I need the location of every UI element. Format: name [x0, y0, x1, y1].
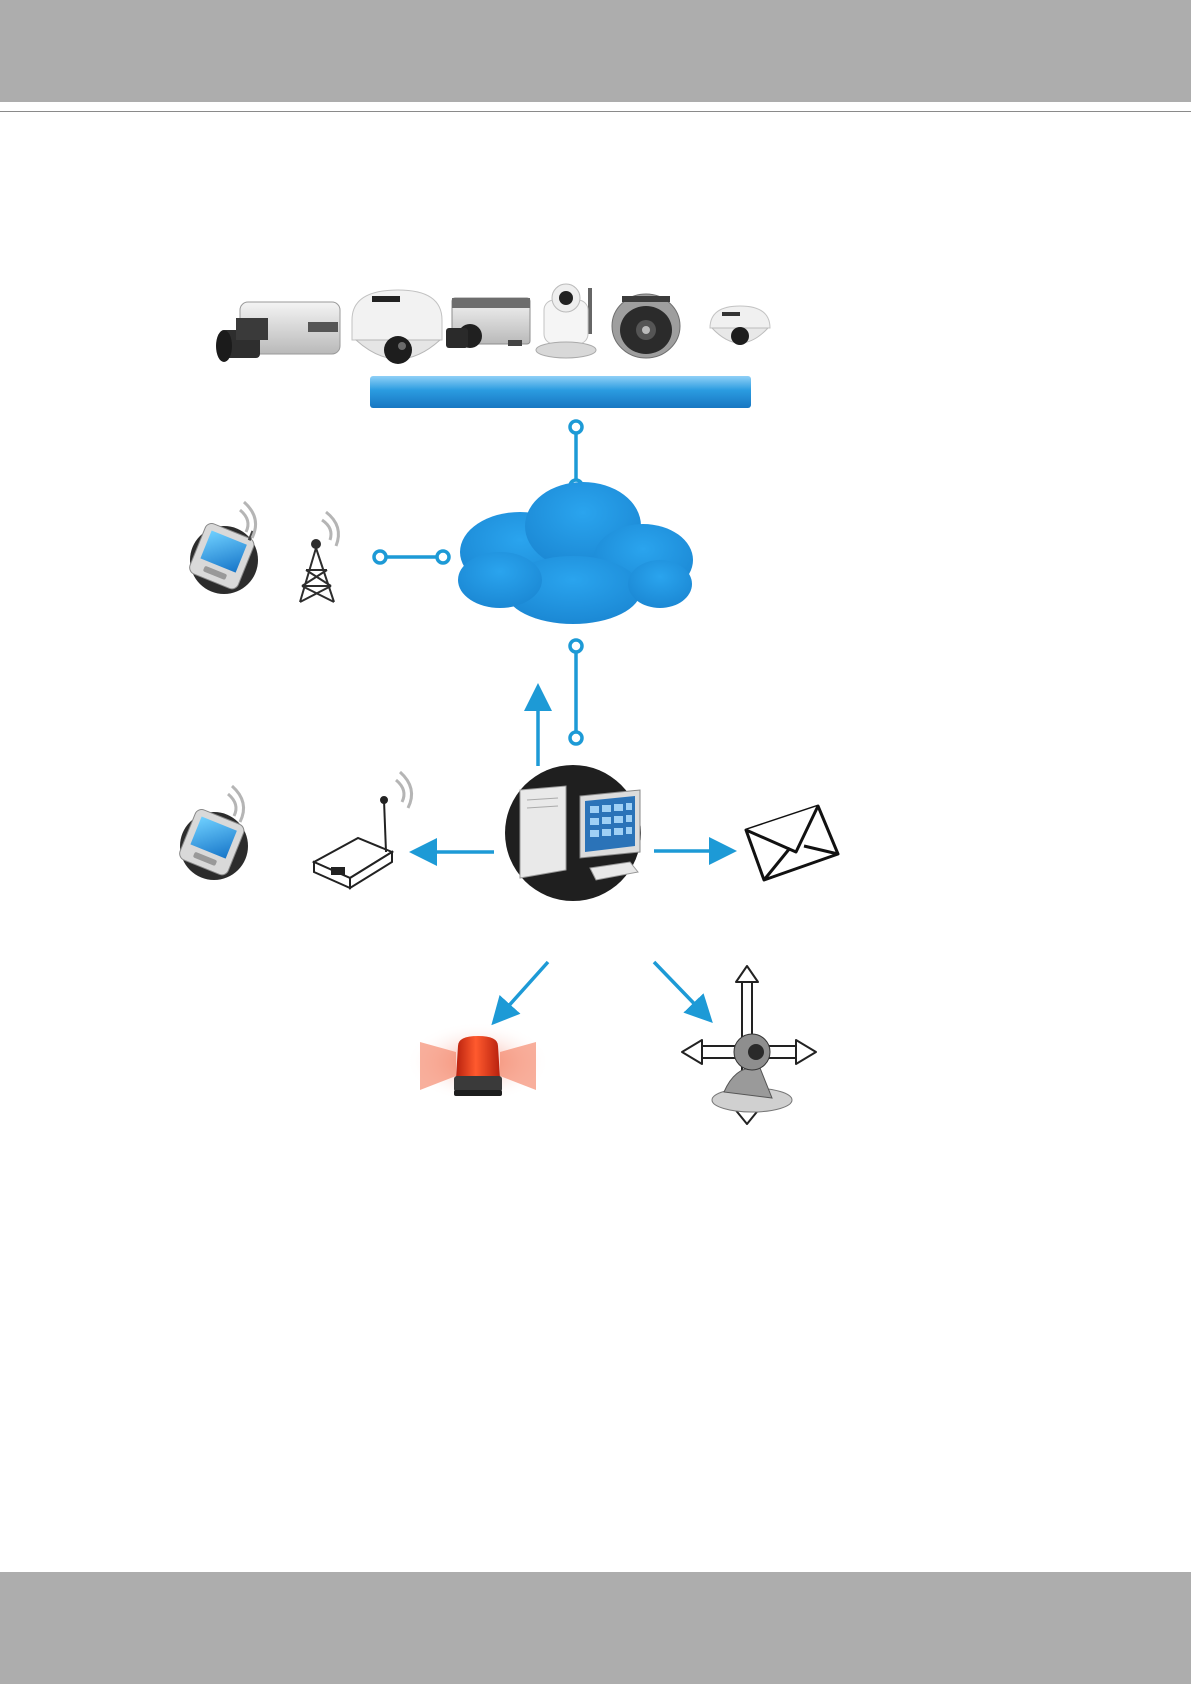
computer-icon [505, 765, 641, 901]
dome-camera-icon [352, 290, 442, 364]
pda-icon [178, 807, 248, 880]
box-camera-icon [216, 302, 340, 362]
cloud-icon [458, 482, 693, 624]
ptz-camera-icon [536, 284, 596, 358]
dome-camera-icon [710, 306, 770, 345]
alarm-light-icon [406, 1022, 550, 1102]
wireless-signal-icon [322, 512, 338, 546]
footer-band [0, 1572, 1191, 1684]
connector-cloud-mobile [374, 551, 449, 563]
arrow-to-alarm [496, 962, 548, 1020]
cell-tower-icon [300, 540, 334, 602]
network-bar [370, 376, 751, 408]
arrow-to-ptz [654, 962, 708, 1018]
envelope-icon [746, 806, 838, 880]
wireless-signal-icon [396, 772, 412, 808]
pan-tilt-camera-icon [680, 966, 816, 1124]
box-camera-icon [446, 298, 530, 348]
connector-bar-cloud [570, 421, 582, 492]
dome-camera-icon [612, 294, 680, 358]
modem-icon [314, 797, 392, 888]
connector-cloud-workstation [570, 640, 582, 744]
